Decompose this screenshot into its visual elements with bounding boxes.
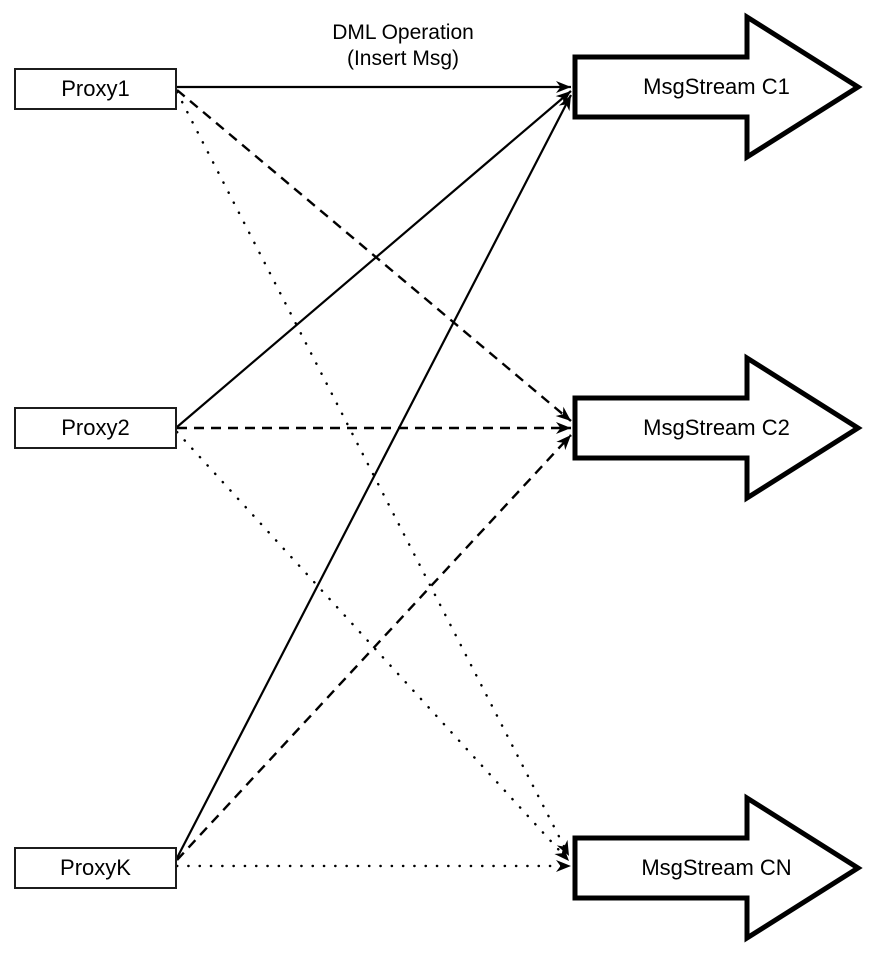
title-line2: (Insert Msg) <box>346 47 459 70</box>
edge-proxyk-to-c2 <box>176 434 572 861</box>
proxyk-label: ProxyK <box>60 855 131 880</box>
title-line1: DML Operation <box>332 21 474 44</box>
msgstream-c2-arrow-shape <box>572 353 863 503</box>
proxyk-box: ProxyK <box>14 847 177 889</box>
diagram-title: DML Operation (Insert Msg) <box>248 20 558 72</box>
proxy1-box: Proxy1 <box>14 68 177 110</box>
edge-proxy1-to-cn <box>175 90 571 858</box>
proxy1-label: Proxy1 <box>61 76 130 101</box>
proxy2-box: Proxy2 <box>14 407 177 449</box>
proxy2-label: Proxy2 <box>61 415 130 440</box>
edge-proxy1-to-c2 <box>176 89 572 422</box>
edge-proxyk-to-c1 <box>176 94 572 859</box>
msgstream-cn-arrow-shape <box>572 793 863 943</box>
msgstream-c1-arrow-shape <box>572 12 863 162</box>
edge-proxy2-to-c1 <box>176 90 572 428</box>
